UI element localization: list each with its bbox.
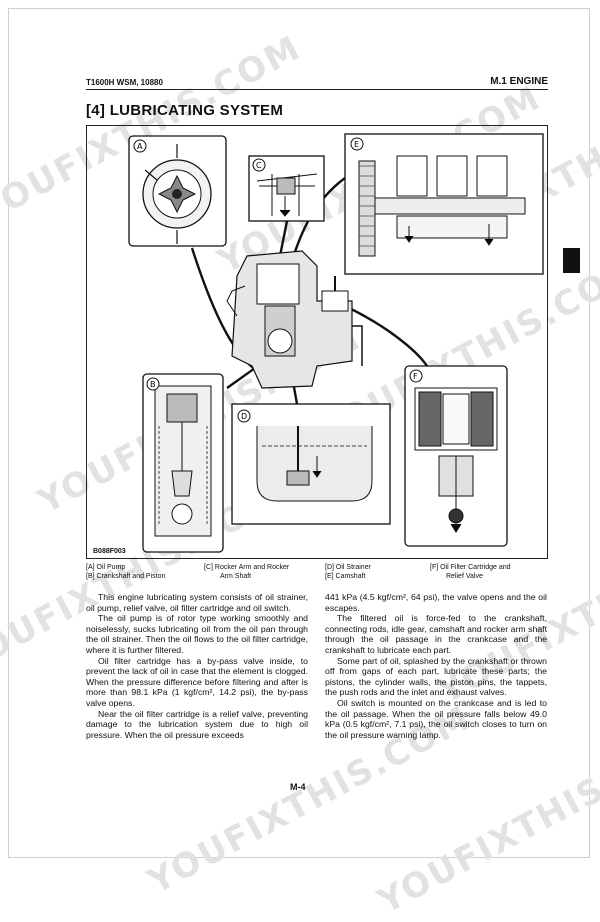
page-border [8,8,590,858]
svg-text:B: B [150,380,156,389]
caption-d: [D] Oil Strainer [325,563,371,572]
connector-f [344,304,428,367]
caption-b: [B] Crankshaft and Piston [86,572,165,581]
body-paragraph: The oil pump is of rotor type working sm… [86,613,308,655]
caption-text: Crankshaft and Piston [96,573,166,580]
caption-tag: [D] [325,564,334,571]
header-rule [86,89,548,90]
panel-f-oil-filter-relief-valve: F [404,365,508,547]
page-title: [4] LUBRICATING SYSTEM [86,102,284,119]
caption-text: Oil Pump [96,564,126,571]
figure-code: B088F003 [93,548,126,555]
caption-text: Rocker Arm and Rocker [214,564,290,571]
svg-text:D: D [241,412,247,421]
section-tab-marker [563,248,580,273]
caption-a: [A] Oil Pump [86,563,125,572]
body-column-right: 441 kPa (4.5 kgf/cm², 64 psi), the valve… [325,592,547,740]
header-section: M.1 ENGINE [490,76,548,87]
header-doc-code: T1600H WSM, 10880 [86,78,163,87]
body-paragraph: This engine lubricating system consists … [86,592,308,613]
svg-text:F: F [413,372,418,381]
panel-e-camshaft: E [344,133,544,275]
body-paragraph: Some part of oil, splashed by the cranks… [325,655,547,698]
body-column-left: This engine lubricating system consists … [86,592,308,740]
caption-tag: [C] [204,564,213,571]
body-paragraph: 441 kPa (4.5 kgf/cm², 64 psi), the valve… [325,592,547,613]
caption-e: [E] Camshaft [325,572,365,581]
engine-cross-section [226,250,363,389]
caption-text: Camshaft [335,573,366,580]
body-paragraph: The filtered oil is force-fed to the cra… [325,613,547,655]
panel-b-crankshaft-piston: B [142,373,224,553]
body-paragraph: Oil filter cartridge has a by-pass valve… [86,655,308,708]
page-number: M-4 [290,782,306,792]
caption-text-line2: Arm Shaft [220,573,252,580]
caption-tag: [B] [86,573,95,580]
panel-d-oil-strainer: D [231,403,391,525]
panel-a-oil-pump: A [128,135,227,247]
caption-tag: [A] [86,564,95,571]
caption-tag: [E] [325,573,334,580]
caption-tag: [F] [430,564,439,571]
panel-c-rocker-arm: C [248,155,325,222]
caption-text: Oil Filter Cartridge and [440,564,511,571]
caption-f: [F] Oil Filter Cartridge and Relief Valv… [430,563,511,581]
lubrication-diagram: A C E [86,125,548,559]
body-paragraph: Oil switch is mounted on the crankcase a… [325,697,547,740]
caption-text-line2: Relief Valve [446,573,483,580]
svg-text:A: A [137,142,143,151]
body-paragraph: Near the oil filter cartridge is a relie… [86,708,308,740]
caption-text: Oil Strainer [335,564,371,571]
svg-text:C: C [256,161,262,170]
lubrication-diagram-svg: A C E [128,133,544,553]
caption-c: [C] Rocker Arm and Rocker Arm Shaft [204,563,289,581]
svg-text:E: E [354,140,359,149]
